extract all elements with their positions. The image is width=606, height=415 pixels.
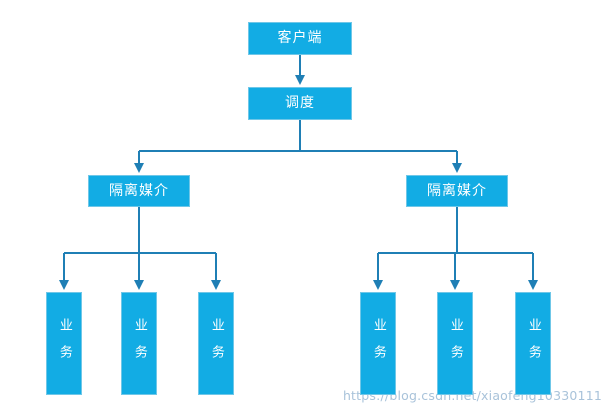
node-service-right-2[interactable]: 业务 bbox=[437, 292, 473, 395]
node-isolation-left[interactable]: 隔离媒介 bbox=[88, 175, 190, 207]
node-service-right-3-label: 业务 bbox=[525, 317, 541, 372]
node-service-left-2-label: 业务 bbox=[131, 317, 147, 372]
node-client-label: 客户端 bbox=[277, 30, 323, 47]
node-scheduler[interactable]: 调度 bbox=[248, 87, 352, 120]
node-service-left-2[interactable]: 业务 bbox=[121, 292, 157, 395]
node-isolation-right-label: 隔离媒介 bbox=[427, 182, 487, 199]
node-service-right-1-label: 业务 bbox=[370, 317, 386, 372]
node-service-left-1-label: 业务 bbox=[56, 317, 72, 372]
node-service-right-2-label: 业务 bbox=[447, 317, 463, 372]
node-service-left-1[interactable]: 业务 bbox=[46, 292, 82, 395]
node-service-left-3[interactable]: 业务 bbox=[198, 292, 234, 395]
node-client[interactable]: 客户端 bbox=[248, 22, 352, 55]
node-service-left-3-label: 业务 bbox=[208, 317, 224, 372]
node-isolation-left-label: 隔离媒介 bbox=[109, 182, 169, 199]
node-service-right-1[interactable]: 业务 bbox=[360, 292, 396, 395]
node-service-right-3[interactable]: 业务 bbox=[515, 292, 551, 395]
node-scheduler-label: 调度 bbox=[285, 95, 315, 112]
node-isolation-right[interactable]: 隔离媒介 bbox=[406, 175, 508, 207]
